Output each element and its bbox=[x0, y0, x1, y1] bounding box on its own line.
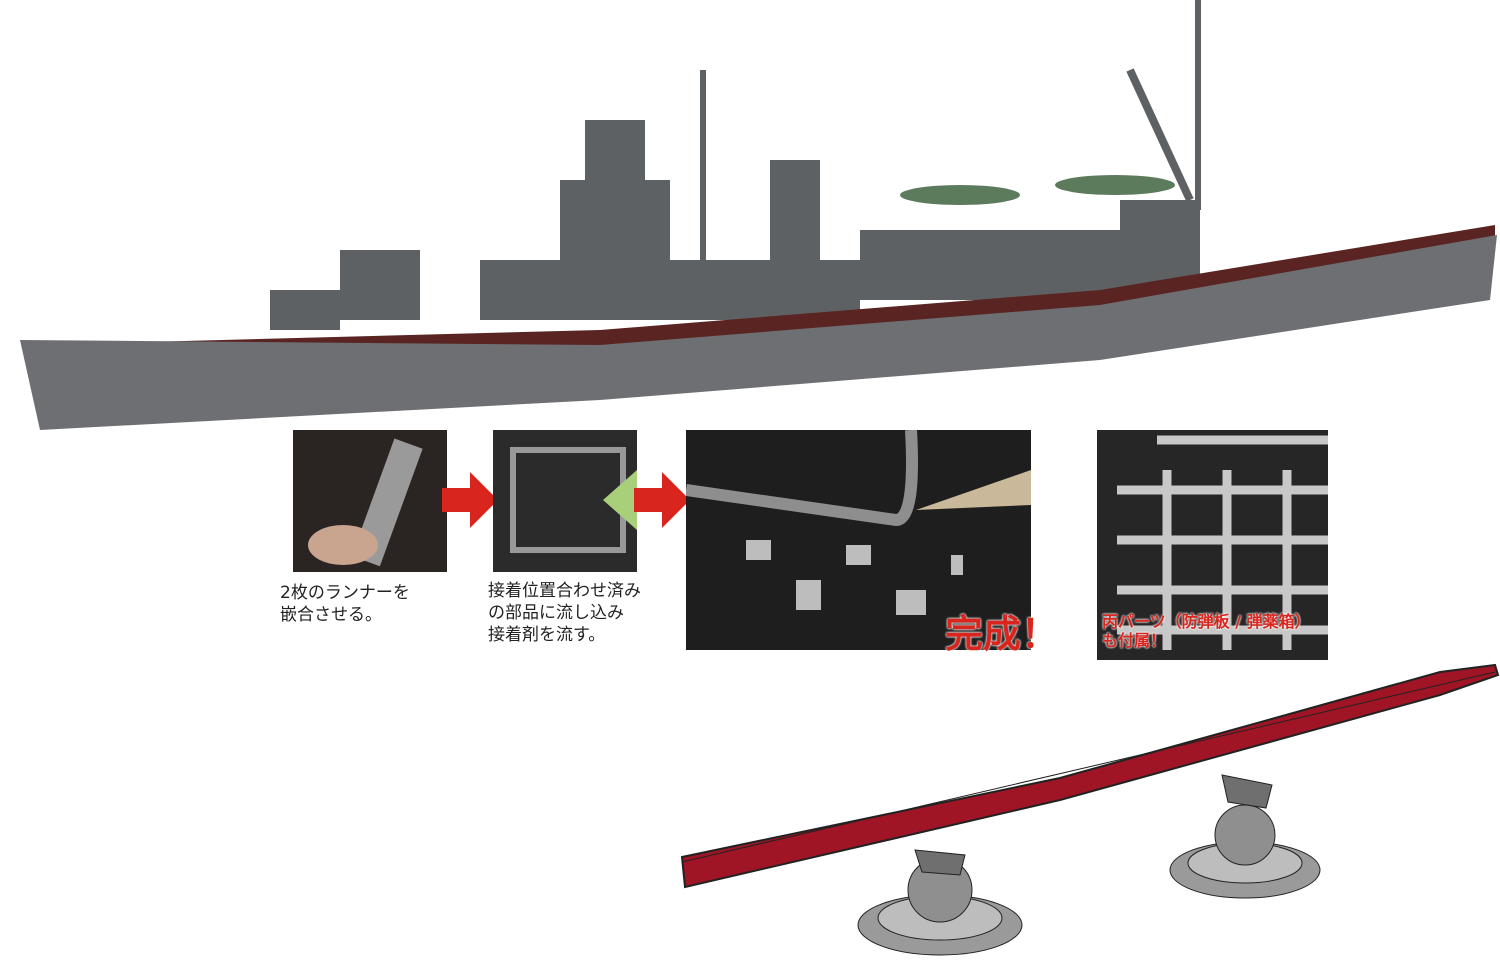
display-stand bbox=[1169, 774, 1321, 899]
arrow-right-icon bbox=[442, 472, 498, 528]
hull-illustration bbox=[680, 663, 1500, 956]
runner-fitting-photo bbox=[293, 430, 447, 572]
display-stand bbox=[857, 849, 1023, 956]
extra-parts-label: 丙パーツ（防弾板 / 弾薬箱） も付属！ bbox=[1102, 612, 1311, 650]
cement-applying-photo bbox=[493, 430, 637, 572]
extra-parts-sprue-photo bbox=[1097, 430, 1328, 660]
ship-model-photo bbox=[20, 0, 1497, 430]
floatplane-icon bbox=[900, 175, 1175, 205]
step-1-caption: 2枚のランナーを 嵌合させる。 bbox=[280, 583, 410, 625]
ship-hull bbox=[20, 235, 1497, 430]
completion-label: 完成！ bbox=[945, 612, 1060, 656]
completed-parts-photo bbox=[686, 430, 1031, 650]
ship-superstructure bbox=[270, 0, 1201, 330]
step-2-caption: 接着位置合わせ済み の部品に流し込み 接着剤を流す。 bbox=[488, 581, 641, 645]
arrow-right-icon bbox=[634, 472, 690, 528]
lower-hull bbox=[680, 663, 1500, 889]
